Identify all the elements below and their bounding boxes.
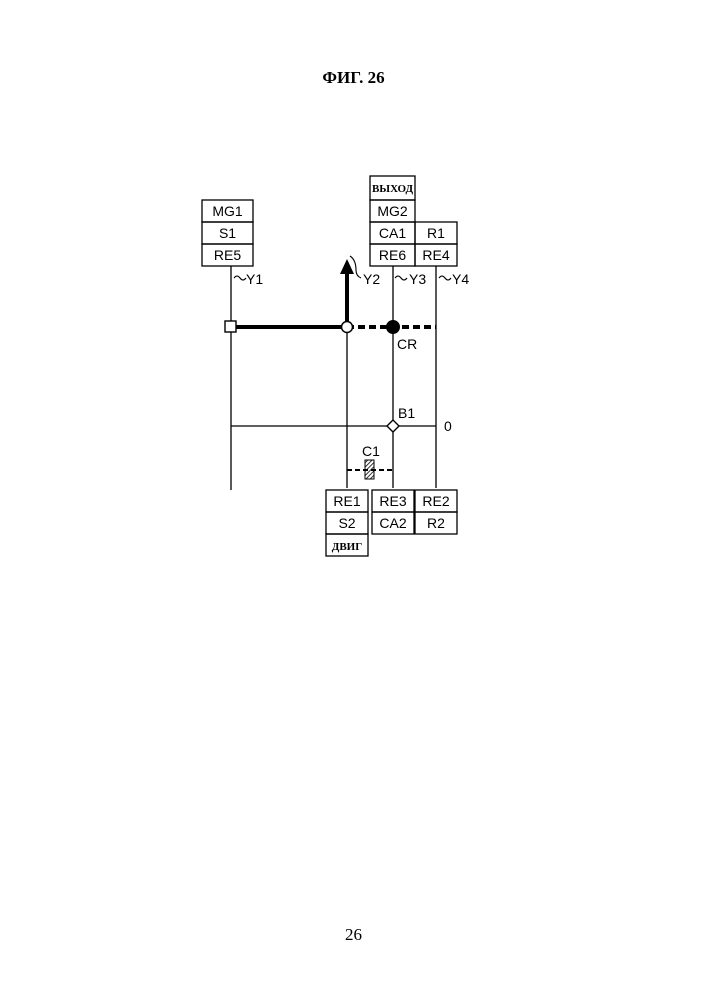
label-engine: ДВИГ (332, 541, 362, 553)
node-carrier-filled-circle (387, 321, 400, 334)
clutch-c1-block (365, 460, 374, 479)
brake-b1-diamond (387, 420, 399, 432)
node-y1-square (225, 321, 236, 332)
page-number: 26 (0, 925, 707, 945)
label-re3: RE3 (379, 493, 406, 509)
bottom-right-box-stack: RE2 R2 (415, 490, 457, 534)
label-re4: RE4 (422, 247, 449, 263)
label-cr: CR (397, 336, 417, 352)
label-ca1: CA1 (379, 225, 406, 241)
top-middle-box-stack: ВЫХОД MG2 CA1 RE6 (370, 176, 415, 266)
label-re2: RE2 (422, 493, 449, 509)
label-ca2: CA2 (379, 515, 406, 531)
leader-y2 (350, 256, 361, 278)
label-s1: S1 (219, 225, 236, 241)
top-left-box-stack: MG1 S1 RE5 (202, 200, 253, 266)
label-s2: S2 (338, 515, 355, 531)
label-b1: B1 (398, 405, 415, 421)
label-y4: Y4 (452, 271, 469, 287)
bottom-middle-box-stack: RE3 CA2 (372, 490, 414, 534)
label-re6: RE6 (379, 247, 406, 263)
label-y2: Y2 (363, 271, 380, 287)
label-r2: R2 (427, 515, 445, 531)
label-mg1: MG1 (212, 203, 243, 219)
bottom-left-box-stack: RE1 S2 ДВИГ (326, 490, 368, 556)
top-right-box-stack: R1 RE4 (415, 222, 457, 266)
tilde-y1 (234, 276, 246, 280)
label-mg2: MG2 (377, 203, 408, 219)
label-c1: C1 (362, 443, 380, 459)
label-y1: Y1 (246, 271, 263, 287)
label-output: ВЫХОД (372, 183, 414, 195)
label-re1: RE1 (333, 493, 360, 509)
label-re5: RE5 (214, 247, 241, 263)
tilde-y3 (395, 276, 407, 280)
label-y3: Y3 (409, 271, 426, 287)
tilde-y4 (439, 276, 451, 280)
label-r1: R1 (427, 225, 445, 241)
output-arrow-head (340, 259, 354, 274)
node-y2-open-circle (342, 322, 353, 333)
label-zero: 0 (444, 418, 452, 434)
